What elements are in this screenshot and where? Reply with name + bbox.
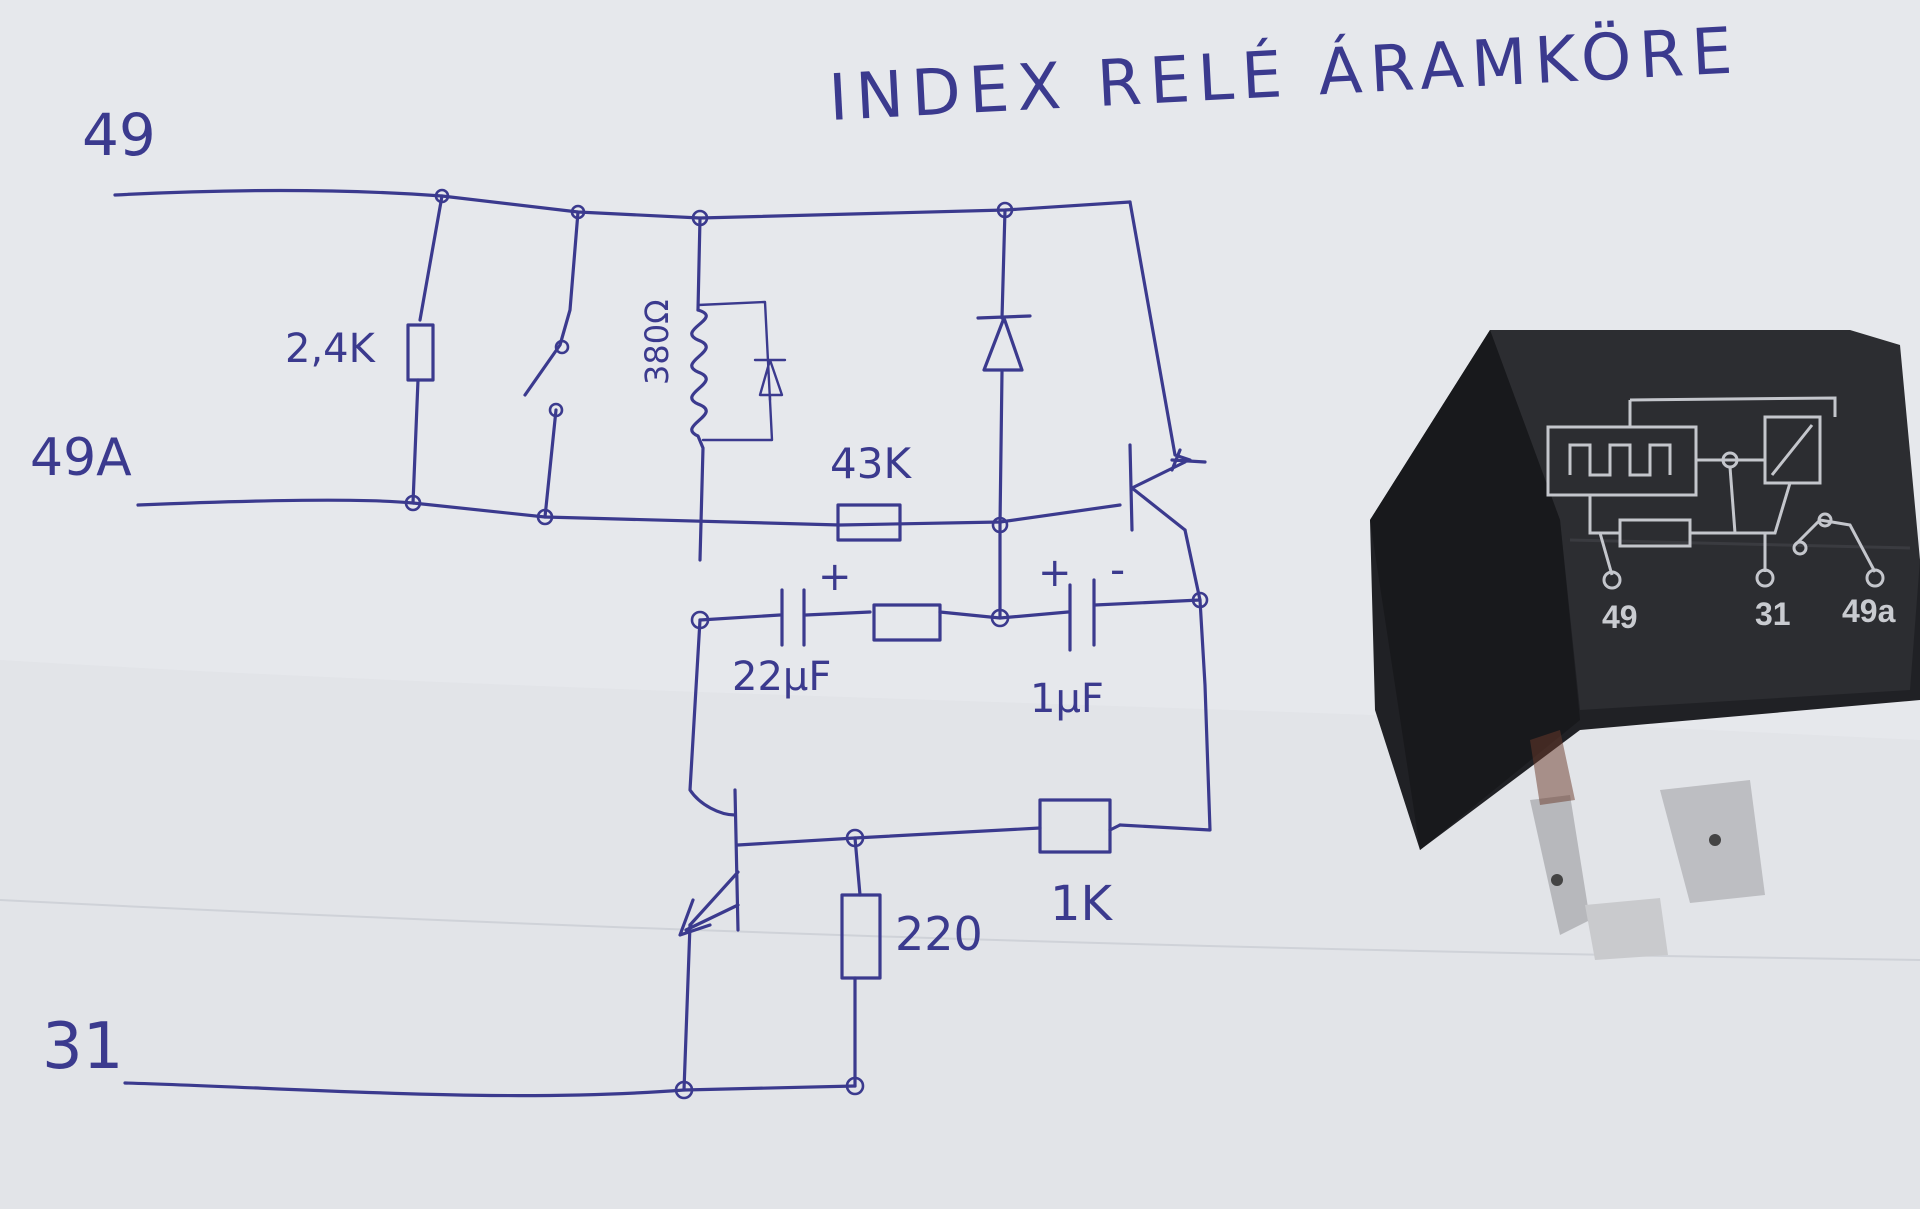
rail-31 (123, 1081, 857, 1098)
resistor-2k4 (406, 323, 435, 382)
resistor-1k (1038, 798, 1112, 854)
junction-dots (404, 188, 1209, 1100)
terminal-49-label: 49 (82, 101, 156, 169)
relay-pin-31: 31 (1755, 596, 1791, 632)
label-1uf: 1μF (1030, 676, 1104, 722)
transistor-bottom (678, 788, 857, 937)
plus-22uf: + (818, 554, 852, 600)
label-2k4: 2,4K (285, 326, 377, 372)
label-220: 220 (895, 907, 983, 961)
plus-1uf: + (1038, 550, 1072, 596)
terminal-31-label: 31 (42, 1010, 123, 1084)
relay-coil (690, 308, 708, 562)
label-22uf: 22μF (732, 654, 831, 700)
label-43k: 43K (830, 439, 912, 488)
transistor-top (1128, 443, 1207, 532)
capacitor-22uf (780, 588, 806, 647)
minus-1uf: - (1110, 545, 1125, 594)
label-380ohm: 380Ω (638, 299, 676, 385)
relay-photo: 49 31 49a (1370, 330, 1920, 960)
resistor-1k5 (872, 603, 942, 642)
relay-pin-49a: 49a (1842, 593, 1896, 629)
relay-pin-49: 49 (1602, 599, 1638, 635)
label-1k: 1K (1050, 876, 1114, 932)
resistor-220 (840, 893, 882, 980)
terminal-49a-label: 49A (30, 428, 132, 488)
rail-49a (136, 498, 1122, 527)
capacitor-1uf (1068, 578, 1096, 652)
relay-schematic-symbol (1546, 396, 1885, 590)
resistor-43k (836, 503, 902, 542)
main-diode (976, 314, 1032, 372)
coil-diode (753, 358, 787, 402)
